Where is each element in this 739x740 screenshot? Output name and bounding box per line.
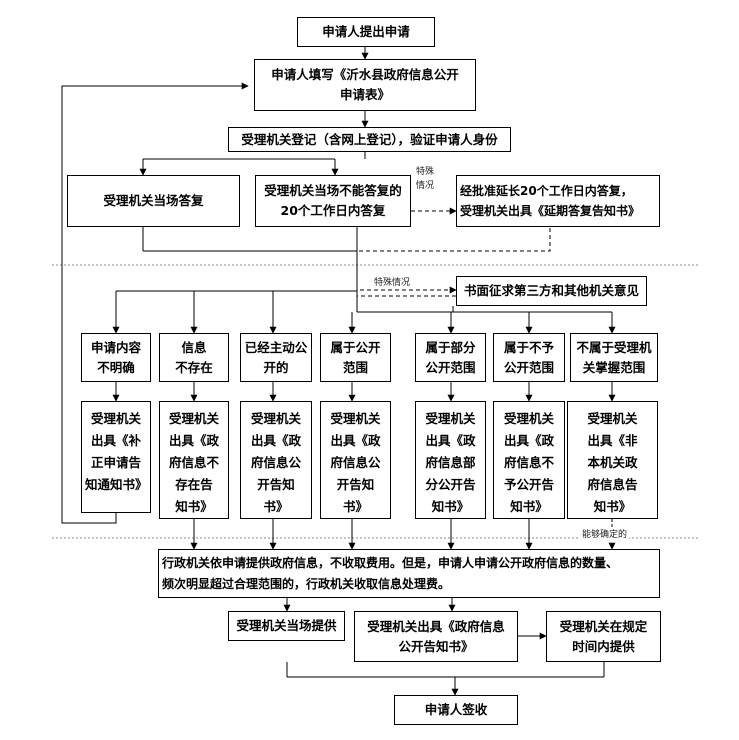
category-unclear: 申请内容 不明确 <box>81 333 151 382</box>
result-already-public: 受理机关 出具《政 府信息公 开告知 书》 <box>240 401 312 519</box>
category-not-exist: 信息 不存在 <box>159 333 229 382</box>
category-not-held: 不属于受理机 关掌握范围 <box>570 333 658 382</box>
category-partial-public: 属于部分 公开范围 <box>415 333 486 382</box>
note-special-1: 特殊 情况 <box>416 167 435 191</box>
result-not-public: 受理机关 出具《政 府信息不 予公开告 知书》 <box>493 401 565 519</box>
step-provide-in-time: 受理机关在规定 时间内提供 <box>546 611 661 662</box>
result-not-exist: 受理机关 出具《政 府信息不 存在告 知书》 <box>159 401 229 519</box>
step-third-party: 书面征求第三方和其他机关意见 <box>456 276 647 306</box>
step-sign: 申请人签收 <box>394 695 518 725</box>
feedback-loop <box>61 82 249 524</box>
result-not-held: 受理机关 出具《非 本机关政 府信息告 知书》 <box>567 401 658 519</box>
category-not-public: 属于不予 公开范围 <box>493 333 565 382</box>
result-partial-public: 受理机关 出具《政 府信息部 分公开告 知书》 <box>415 401 486 519</box>
category-public: 属于公开 范围 <box>320 333 391 382</box>
dashed-return-from-extend <box>357 228 551 252</box>
step-answer-20-days: 受理机关当场不能答复的 20个工作日内答复 <box>255 175 411 227</box>
step-extend: 经批准延长20个工作日内答复， 受理机关出具《延期答复告知书》 <box>456 175 660 227</box>
result-public: 受理机关 出具《政 府信息公 开告知 书》 <box>320 401 391 519</box>
note-special-2: 特殊情况 <box>374 278 411 288</box>
step-answer-on-spot: 受理机关当场答复 <box>67 175 240 227</box>
step-register: 受理机关登记（含网上登记），验证申请人身份 <box>228 127 511 152</box>
result-unclear: 受理机关 出具《补 正申请告 知通知书》 <box>81 401 151 513</box>
step-fill-form: 申请人填写《沂水县政府信息公开 申请表》 <box>254 59 476 111</box>
step-apply: 申请人提出申请 <box>297 17 435 47</box>
step-issue-notice: 受理机关出具《政府信息 公开告知书》 <box>354 611 518 662</box>
category-already-public: 已经主动公 开的 <box>240 333 312 382</box>
step-provide-info: 行政机关依申请提供政府信息，不收取费用。但是，申请人申请公开政府信息的数量、 频… <box>158 549 660 598</box>
step-provide-on-spot: 受理机关当场提供 <box>228 611 345 641</box>
note-can-determine: 能够确定的 <box>580 528 630 542</box>
